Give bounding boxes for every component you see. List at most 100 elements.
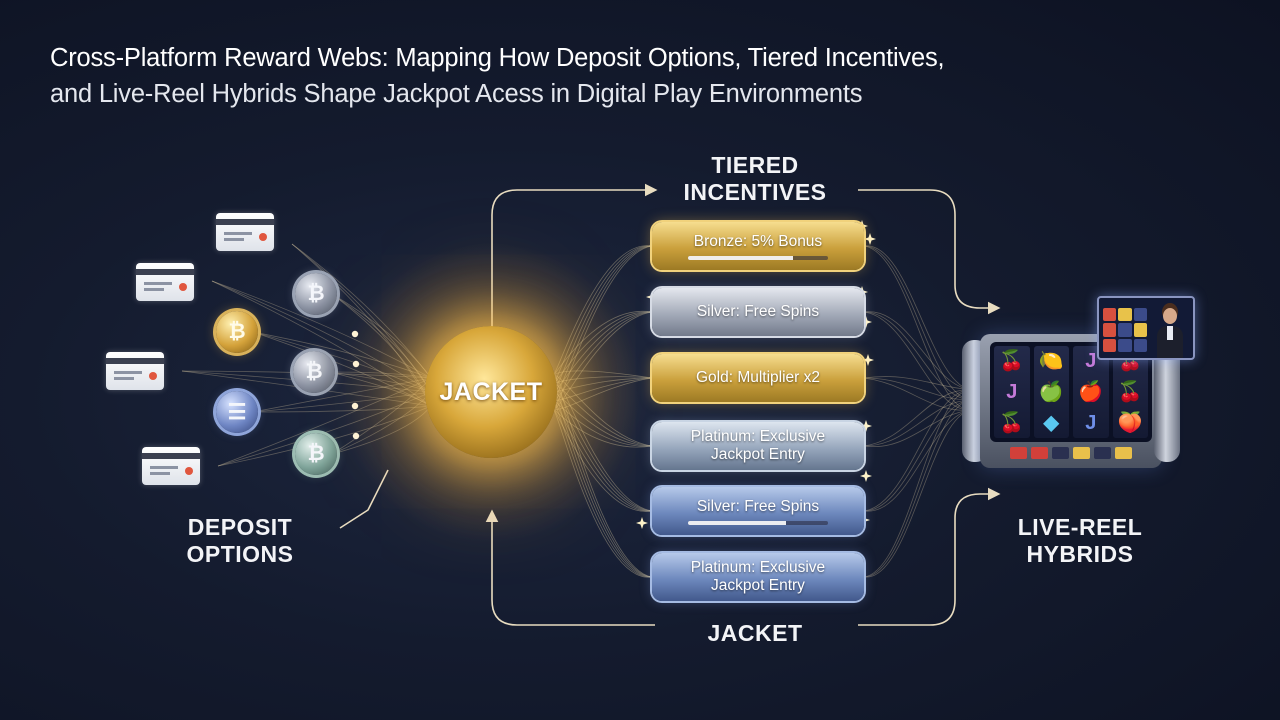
apple-icon: 🍎: [1078, 380, 1104, 403]
diamond-icon: ◆: [1043, 411, 1059, 434]
tier-gold-multiplier: Gold: Multiplier x2: [652, 354, 864, 402]
tier-label: Silver: Free Spins: [696, 303, 820, 320]
tier-label: Platinum: Exclusive Jackpot Entry: [691, 559, 825, 595]
slot-machine: 🍒 J 🍒 🍋 🍏 ◆ J 🍎 J 🍒 🍒 🍑: [962, 334, 1180, 468]
sparkle-icon: [636, 517, 648, 529]
tier-connector-line: [552, 245, 653, 385]
deposit-connector-line: [291, 243, 432, 407]
tier-label: Gold: Multiplier x2: [695, 369, 821, 386]
token-coin-icon: ₿: [295, 433, 337, 475]
deposit-connector-line: [252, 331, 432, 407]
jack-symbol: J: [1085, 411, 1097, 434]
live-reel-connector-line: [863, 389, 973, 512]
live-reel-connector-line: [863, 311, 973, 391]
live-reel-hybrids-label-line-2: HYBRIDS: [1026, 541, 1134, 567]
deposit-connector-line: [217, 405, 432, 467]
tier-silver-free-spins: Silver: Free Spins: [652, 288, 864, 336]
live-reel-connector-line: [863, 409, 973, 448]
peach-icon: 🍑: [1117, 411, 1143, 434]
bitcoin-coin-icon: ₿: [295, 273, 337, 315]
sparkle-icon: [862, 354, 874, 366]
deposit-connector-line: [291, 243, 432, 393]
tier-silver-free-spins-2: Silver: Free Spins: [652, 487, 864, 535]
deposit-connector-line: [252, 377, 432, 413]
slot-button-icon: [1073, 447, 1090, 459]
sparkle-icon: [864, 233, 876, 245]
slot-reel: 🍒 J 🍒: [994, 346, 1030, 438]
tier-connector-line: [552, 407, 653, 448]
live-dealer-monitor: [1097, 296, 1195, 360]
mini-reels-icon: [1103, 308, 1147, 352]
credit-card-icon: [136, 263, 194, 301]
deposit-connector-line: [329, 371, 432, 379]
tier-platinum-exclusive-2: Platinum: Exclusive Jackpot Entry: [652, 553, 864, 601]
page-title: Cross-Platform Reward Webs: Mapping How …: [50, 40, 1230, 112]
sparkle-icon: [860, 470, 872, 482]
tier-connector-line: [552, 370, 653, 379]
deposit-connector-line: [211, 280, 432, 407]
live-reel-connector-line: [863, 389, 973, 578]
tier-label-line-1: Platinum: Exclusive: [690, 428, 826, 445]
tier-label: Bronze: 5% Bonus: [693, 232, 823, 250]
deposit-connector-line: [331, 293, 432, 379]
arrow-bottom-to-hub: [485, 509, 655, 626]
live-reel-connector-line: [863, 409, 973, 578]
live-reel-connector-line: [863, 311, 973, 411]
deposit-connector-line: [252, 331, 432, 379]
tier-connector-line: [552, 391, 653, 578]
tier-connector-line: [552, 311, 653, 385]
deposit-options-label-line-1: DEPOSIT: [187, 514, 293, 540]
deposit-connector-line: [331, 293, 432, 393]
deposit-connector-line: [211, 280, 432, 379]
tier-connector-line: [552, 391, 653, 512]
deposit-connector-line: [252, 405, 432, 413]
connector-node-dot: [352, 432, 360, 440]
tier-label: Silver: Free Spins: [696, 497, 820, 515]
deposit-connector-line: [331, 391, 432, 455]
deposit-connector-line: [252, 331, 432, 393]
lemon-icon: 🍋: [1038, 350, 1064, 373]
tier-label-line-1: Platinum: Exclusive: [690, 559, 826, 576]
tier-connector-line: [552, 383, 653, 578]
live-reel-connector-line: [863, 377, 973, 401]
deposit-connector-line: [217, 377, 432, 467]
credit-card-icon: [216, 213, 274, 251]
connector-lines: [181, 242, 973, 581]
tier-progress-fill: [688, 255, 793, 260]
slot-reel: J 🍎 J: [1073, 346, 1109, 438]
live-reel-connector-line: [863, 409, 973, 512]
tier-label: Platinum: Exclusive Jackpot Entry: [691, 428, 825, 464]
jack-symbol: J: [1085, 350, 1097, 373]
jacket-bottom-label: JACKET: [690, 620, 820, 647]
arrow-tiered-to-live-reel: [858, 189, 1001, 315]
live-reel-connector-line: [863, 399, 973, 447]
live-reel-hybrids-label-line-1: LIVE-REEL: [1017, 514, 1143, 540]
title-line-2: and Live-Reel Hybrids Shape Jackpot Aces…: [50, 80, 863, 108]
deposit-connector-line: [331, 377, 432, 455]
live-reel-connector-line: [863, 399, 973, 512]
cherry-icon: 🍒: [999, 350, 1025, 373]
jacket-hub: JACKET: [425, 326, 557, 458]
tier-connector-line: [552, 311, 653, 377]
live-host-shirt: [1167, 326, 1173, 340]
tier-connector-line: [552, 407, 653, 512]
deposit-connector-line: [252, 391, 432, 413]
live-reel-hybrids-label: LIVE-REEL HYBRIDS: [990, 514, 1170, 568]
jack-symbol: J: [1006, 380, 1018, 403]
connector-node-dot: [351, 330, 359, 338]
slot-button-icon: [1115, 447, 1132, 459]
tiered-incentives-label-line-1: TIERED: [711, 152, 799, 178]
live-reel-connector-line: [863, 245, 973, 391]
deposit-options-label-line-2: OPTIONS: [186, 541, 294, 567]
deposit-connector-line: [217, 391, 432, 467]
deposit-options-label: DEPOSIT OPTIONS: [160, 514, 320, 568]
tier-progress-bar: [688, 520, 828, 525]
live-reel-connector-line: [863, 376, 973, 391]
tier-progress-fill: [688, 520, 786, 525]
arrow-bottom-to-live-reel: [858, 487, 1001, 626]
slot-reel: 🍋 🍏 ◆: [1033, 346, 1069, 438]
cherry-icon: 🍒: [999, 411, 1025, 434]
deposit-connector-line: [331, 405, 432, 455]
slot-button-icon: [1094, 447, 1111, 459]
flow-arrows: [339, 183, 1001, 626]
